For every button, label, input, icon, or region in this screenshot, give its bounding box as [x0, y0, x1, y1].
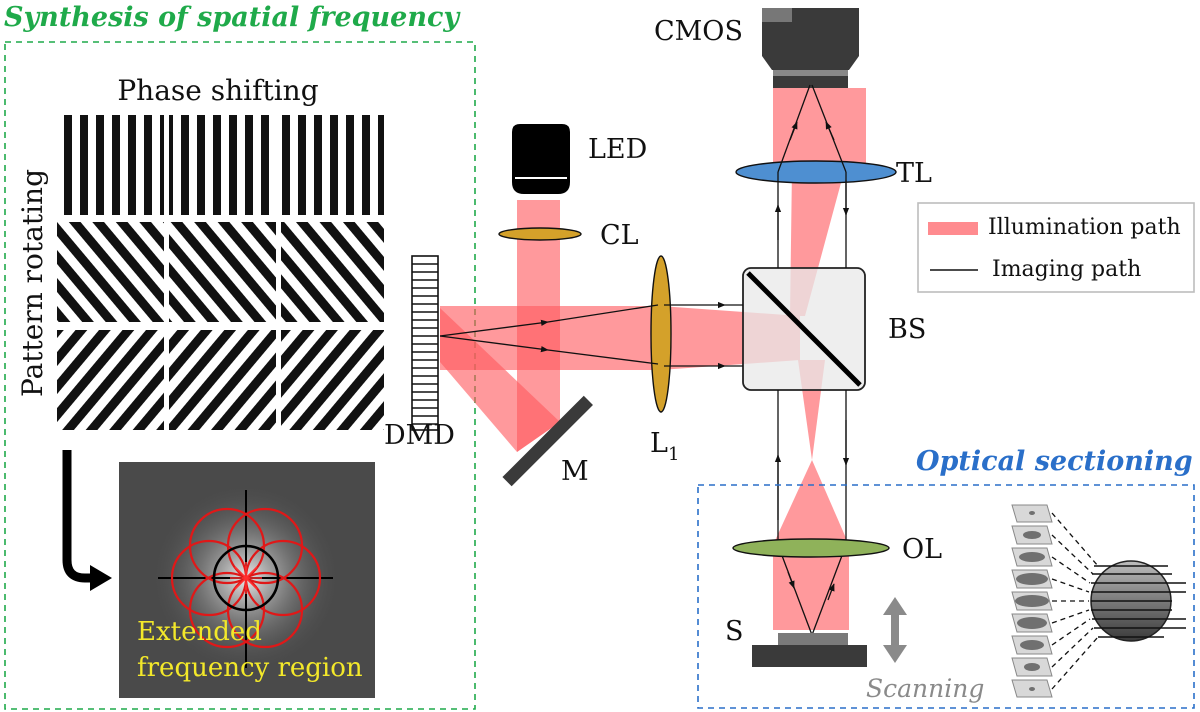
mirror-m	[502, 395, 593, 487]
native-otf-circle	[212, 544, 280, 612]
synthesis-section-title: Synthesis of spatial frequency	[4, 2, 461, 33]
frequency-support-circles	[170, 507, 322, 649]
pattern-rotating-label: Pattern rotating	[16, 169, 49, 397]
shifted-otf-circle	[226, 571, 304, 649]
legend-imaging-label: Imaging path	[992, 257, 1141, 282]
led-source	[512, 124, 570, 194]
mirror-label: M	[561, 456, 589, 487]
fringe-pattern	[169, 222, 276, 322]
sample-label: S	[725, 616, 744, 647]
l1-label: L1	[650, 428, 679, 465]
fringe-pattern	[57, 222, 164, 322]
sphere-specimen	[1090, 560, 1186, 642]
fringe-pattern	[281, 222, 384, 322]
down-right-arrow-icon	[62, 450, 92, 583]
fringe-pattern	[281, 115, 384, 215]
sectioning-slices	[1011, 504, 1053, 698]
optical-sectioning-title: Optical sectioning	[916, 446, 1193, 477]
frequency-spectrum-panel: Extended frequency region	[119, 462, 375, 698]
cmos-camera	[762, 8, 859, 88]
arrow-head	[90, 565, 112, 591]
phase-shifting-label: Phase shifting	[117, 74, 318, 107]
sample-stage	[752, 645, 867, 667]
objective-lens-ol	[732, 538, 890, 558]
shifted-otf-circle	[188, 571, 266, 649]
scanning-label: Scanning	[866, 674, 984, 703]
scanning-arrow-icon	[883, 597, 907, 663]
fringe-pattern	[57, 115, 164, 215]
ol-label: OL	[902, 534, 942, 565]
imaging-rays	[439, 84, 850, 636]
spectrum-caption-line1: Extended	[137, 617, 262, 647]
legend-box	[917, 202, 1195, 293]
shifted-otf-circle	[226, 507, 304, 585]
led-label: LED	[588, 134, 647, 165]
fringe-pattern	[281, 330, 384, 430]
cmos-label: CMOS	[654, 16, 743, 47]
collector-lens-cl	[498, 227, 582, 241]
beam-splitter-diagonal	[746, 271, 862, 387]
slice-connector-lines	[1051, 512, 1099, 690]
lens-l1	[650, 255, 672, 413]
dmd-label: DMD	[384, 420, 455, 451]
optical-sectioning-frame	[697, 484, 1195, 709]
spectrum-center-star	[230, 562, 262, 594]
fringe-pattern-grid	[57, 115, 384, 430]
legend-illumination-label: Illumination path	[988, 215, 1181, 240]
dmd-device	[411, 255, 439, 431]
bs-label: BS	[888, 314, 926, 345]
legend-illumination-swatch	[928, 222, 978, 235]
sample-top	[778, 633, 848, 645]
cl-label: CL	[600, 220, 639, 251]
legend: Illumination path Imaging path	[917, 202, 1195, 293]
shifted-otf-circle	[188, 507, 266, 585]
tube-lens-tl	[735, 160, 897, 184]
fringe-pattern	[169, 115, 276, 215]
tl-label: TL	[896, 158, 932, 189]
fringe-pattern	[57, 330, 164, 430]
fringe-pattern	[169, 330, 276, 430]
spectrum-caption-line2: frequency region	[137, 653, 363, 683]
